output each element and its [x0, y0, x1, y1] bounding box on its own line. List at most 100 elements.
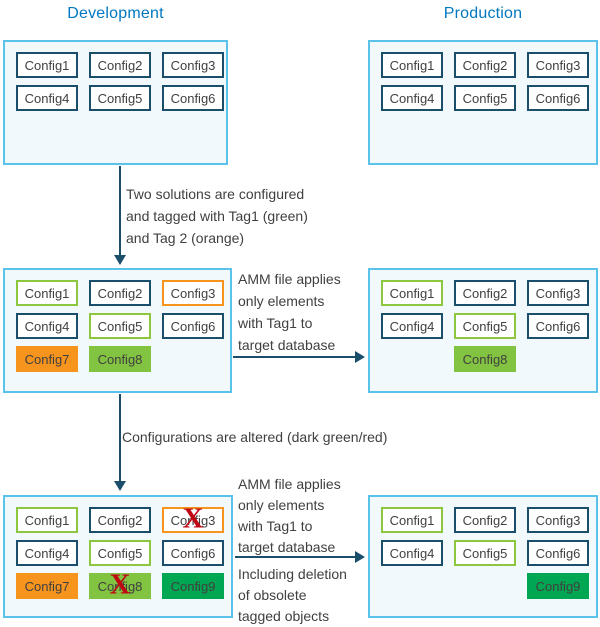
config-chip-config3: Config3 — [162, 280, 224, 306]
annotation-line: with Tag1 to — [238, 518, 313, 534]
config-chip-label: Config4 — [389, 90, 435, 106]
amm-apply-annotation-2: AMM file applies only elements with Tag1 t… — [238, 474, 341, 558]
annotation-line: target database — [238, 539, 336, 555]
config-chip-label: Config6 — [535, 318, 581, 334]
config-chip-config1: Config1 — [381, 52, 443, 78]
annotation-line: of obsolete — [238, 587, 307, 603]
config-chip-config3: Config3 — [162, 52, 224, 78]
config-chip-label: Config6 — [170, 318, 216, 334]
config-chip-config2: Config2 — [454, 507, 516, 533]
config-chip-label: Config2 — [97, 512, 143, 528]
config-chip-config7: Config7 — [16, 573, 78, 599]
config-chip-label: Config5 — [462, 545, 508, 561]
annotation-line: AMM file applies — [238, 476, 341, 492]
arrow-down-head-icon — [114, 481, 126, 491]
config-chip-label: Config3 — [170, 285, 216, 301]
arrow-line — [233, 356, 356, 358]
config-chip-config4: Config4 — [381, 85, 443, 111]
config-chip-config4: Config4 — [16, 540, 78, 566]
config-chip-config4: Config4 — [16, 313, 78, 339]
arrow-line — [119, 394, 121, 482]
config-chip-label: Config1 — [389, 285, 435, 301]
config-chip-label: Config3 — [535, 57, 581, 73]
config-chip-config9: Config9 — [527, 573, 589, 599]
config-chip-config3: Config3 — [527, 52, 589, 78]
config-chip-label: Config7 — [24, 351, 70, 367]
config-chip-config2: Config2 — [89, 280, 151, 306]
config-chip-label: Config6 — [535, 545, 581, 561]
config-chip-config6: Config6 — [162, 313, 224, 339]
config-chip-config6: Config6 — [162, 540, 224, 566]
config-chip-label: Config5 — [462, 318, 508, 334]
config-chip-config2: Config2 — [454, 52, 516, 78]
annotation-line: AMM file applies — [238, 271, 341, 287]
config-chip-config8: Config8 — [454, 346, 516, 372]
config-chip-config5: Config5 — [89, 313, 151, 339]
config-chip-label: Config9 — [535, 578, 581, 594]
config-chip-label: Config4 — [389, 545, 435, 561]
development-column-title: Development — [67, 5, 164, 22]
config-chip-label: Config1 — [389, 57, 435, 73]
config-chip-config6: Config6 — [527, 85, 589, 111]
config-chip-label: Config4 — [24, 318, 70, 334]
config-chip-config2: Config2 — [454, 280, 516, 306]
config-chip-config2: Config2 — [89, 507, 151, 533]
annotation-line: and Tag 2 (orange) — [126, 230, 245, 246]
annotation-line: only elements — [238, 293, 325, 309]
annotation-line: tagged objects — [238, 608, 330, 624]
config-chip-label: Config2 — [462, 512, 508, 528]
config-chip-label: Config3 — [535, 512, 581, 528]
config-chip-label: Config3 — [170, 512, 216, 528]
config-chip-label: Config1 — [24, 512, 70, 528]
config-chip-label: Config2 — [97, 285, 143, 301]
config-chip-label: Config1 — [389, 512, 435, 528]
arrow-line — [119, 166, 121, 256]
arrow-right-head-icon — [355, 551, 365, 563]
annotation-line: target database — [238, 337, 336, 353]
config-chip-label: Config3 — [170, 57, 216, 73]
config-chip-label: Config6 — [535, 90, 581, 106]
arrow-right-head-icon — [355, 351, 365, 363]
config-chip-label: Config4 — [389, 318, 435, 334]
config-chip-config4: Config4 — [381, 313, 443, 339]
config-chip-config5: Config5 — [454, 85, 516, 111]
config-chip-config7: Config7 — [16, 346, 78, 372]
config-chip-label: Config2 — [97, 57, 143, 73]
config-chip-config5: Config5 — [454, 540, 516, 566]
arrow-line — [235, 556, 356, 558]
config-chip-label: Config3 — [535, 285, 581, 301]
config-chip-label: Config8 — [462, 351, 508, 367]
config-chip-config1: Config1 — [16, 52, 78, 78]
annotation-line: Two solutions are configured — [126, 186, 305, 202]
config-chip-label: Config7 — [24, 578, 70, 594]
annotation-line: Including deletion — [238, 566, 347, 582]
config-chip-label: Config4 — [24, 545, 70, 561]
config-chip-config4: Config4 — [16, 85, 78, 111]
config-chip-config5: Config5 — [454, 313, 516, 339]
config-chip-config1: Config1 — [381, 280, 443, 306]
config-chip-config3: Config3 — [527, 280, 589, 306]
config-chip-label: Config2 — [462, 285, 508, 301]
config-chip-config5: Config5 — [89, 85, 151, 111]
altered-annotation: Configurations are altered (dark green/r… — [122, 429, 388, 445]
config-chip-label: Config5 — [97, 318, 143, 334]
config-chip-label: Config9 — [170, 578, 216, 594]
deletion-annotation: Including deletion of obsolete tagged obje… — [238, 564, 347, 627]
config-chip-label: Config5 — [97, 90, 143, 106]
arrow-down-head-icon — [114, 255, 126, 265]
config-chip-label: Config2 — [462, 57, 508, 73]
config-chip-config9: Config9 — [162, 573, 224, 599]
config-chip-config6: Config6 — [527, 540, 589, 566]
config-chip-label: Config5 — [97, 545, 143, 561]
config-chip-label: Config8 — [97, 578, 143, 594]
annotation-line: only elements — [238, 497, 325, 513]
config-chip-label: Config8 — [97, 351, 143, 367]
config-chip-label: Config6 — [170, 545, 216, 561]
